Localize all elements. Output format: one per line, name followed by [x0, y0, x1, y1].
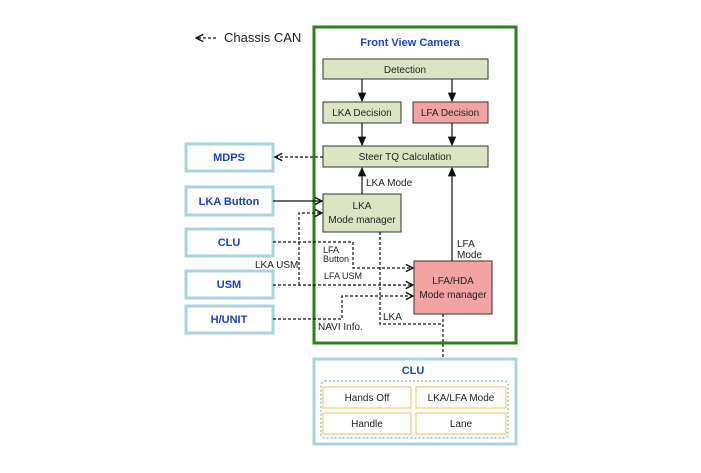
lfa-mm-label: Mode manager	[419, 290, 487, 301]
mdps-label: MDPS	[213, 152, 245, 164]
handle-cell	[322, 412, 412, 435]
lka-usm-label: LKA USM	[255, 260, 298, 271]
lka-decision-label: LKA Decision	[332, 108, 391, 119]
clu-label: CLU	[218, 237, 241, 249]
lka-mm-label: LKA	[353, 201, 372, 212]
lfa-mode-label: LFA	[457, 239, 475, 250]
lfa-mm-label: LFA/HDA	[432, 276, 474, 287]
lka-mode-label: LKA Mode	[366, 178, 413, 189]
lfa-mode-label: Mode	[457, 250, 482, 261]
clu-display-title: CLU	[402, 365, 425, 377]
hunit-label: H/UNIT	[211, 314, 248, 326]
lka-mm-label: Mode manager	[328, 215, 396, 226]
lka-label: LKA	[383, 312, 402, 323]
usm-label: USM	[217, 279, 241, 291]
lfa-button-label: Button	[323, 254, 349, 264]
lka-button-label: LKA Button	[199, 196, 260, 208]
lane-cell	[415, 412, 507, 435]
mdps-box	[184, 142, 275, 173]
lfa-hda-mode-manager-box	[413, 260, 493, 315]
external-units: MDPS LKA Button CLU USM H/UNIT	[184, 142, 275, 335]
detection-label: Detection	[384, 65, 426, 76]
clu-display: CLU Hands Off LKA/LFA Mode Handle Lane	[312, 357, 518, 446]
hands-off-cell	[322, 386, 412, 409]
hands-off-label: Hands Off	[345, 393, 390, 404]
lka-lfa-mode-label: LKA/LFA Mode	[428, 393, 495, 404]
detection-box	[322, 58, 489, 80]
navi-info-label: NAVI Info.	[318, 322, 363, 333]
lka-lfa-mode-cell	[415, 386, 507, 409]
legend: Chassis CAN	[196, 30, 301, 45]
lka-mode-manager-box	[322, 193, 402, 233]
legend-label: Chassis CAN	[224, 30, 301, 45]
handle-label: Handle	[351, 419, 383, 430]
front-view-camera: Front View Camera Detection LKA Decision…	[312, 25, 518, 345]
lfa-button-label: LFA	[323, 245, 339, 255]
lfa-usm-label: LFA USM	[324, 271, 362, 281]
connections	[273, 79, 457, 380]
camera-title: Front View Camera	[360, 37, 460, 49]
steer-tq-label: Steer TQ Calculation	[359, 152, 452, 163]
lfa-decision-label: LFA Decision	[421, 108, 479, 119]
connection-labels: LKA Mode LFA Mode LFA Button LKA USM LFA…	[255, 178, 482, 333]
lane-label: Lane	[450, 419, 473, 430]
